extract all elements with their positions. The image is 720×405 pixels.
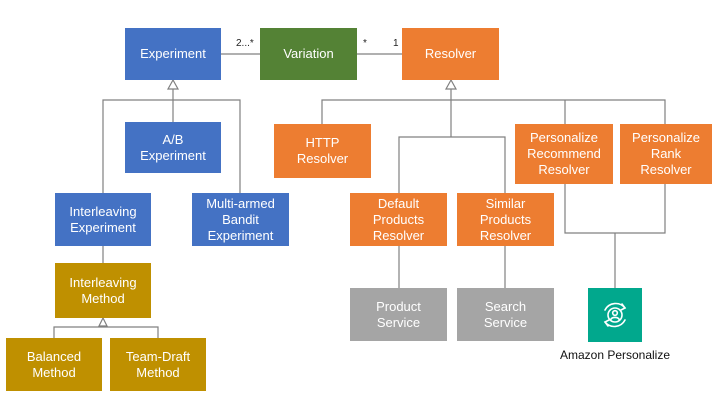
personalize-recommend-resolver-box: Personalize Recommend Resolver xyxy=(515,124,613,184)
generalization-arrow xyxy=(444,78,458,90)
generalization-arrow xyxy=(166,78,180,90)
balanced-method-box: Balanced Method xyxy=(6,338,102,391)
search-service-box: Search Service xyxy=(457,288,554,341)
amazon-personalize-icon xyxy=(588,288,642,342)
resolver-box: Resolver xyxy=(402,28,499,80)
multiplicity-variation-left: * xyxy=(363,38,367,49)
amazon-personalize-label: Amazon Personalize xyxy=(559,348,671,362)
experiment-box: Experiment xyxy=(125,28,221,80)
multiplicity-experiment-variation: 2...* xyxy=(236,38,254,49)
similar-products-resolver-box: Similar Products Resolver xyxy=(457,193,554,246)
variation-box: Variation xyxy=(260,28,357,80)
personalize-rank-resolver-box: Personalize Rank Resolver xyxy=(620,124,712,184)
ab-experiment-box: A/B Experiment xyxy=(125,122,221,173)
http-resolver-box: HTTP Resolver xyxy=(274,124,371,178)
multi-armed-bandit-box: Multi-armed Bandit Experiment xyxy=(192,193,289,246)
generalization-arrow xyxy=(98,316,108,327)
multiplicity-resolver-right: 1 xyxy=(393,38,399,49)
product-service-box: Product Service xyxy=(350,288,447,341)
interleaving-method-box: Interleaving Method xyxy=(55,263,151,318)
team-draft-method-box: Team-Draft Method xyxy=(110,338,206,391)
default-products-resolver-box: Default Products Resolver xyxy=(350,193,447,246)
interleaving-experiment-box: Interleaving Experiment xyxy=(55,193,151,246)
